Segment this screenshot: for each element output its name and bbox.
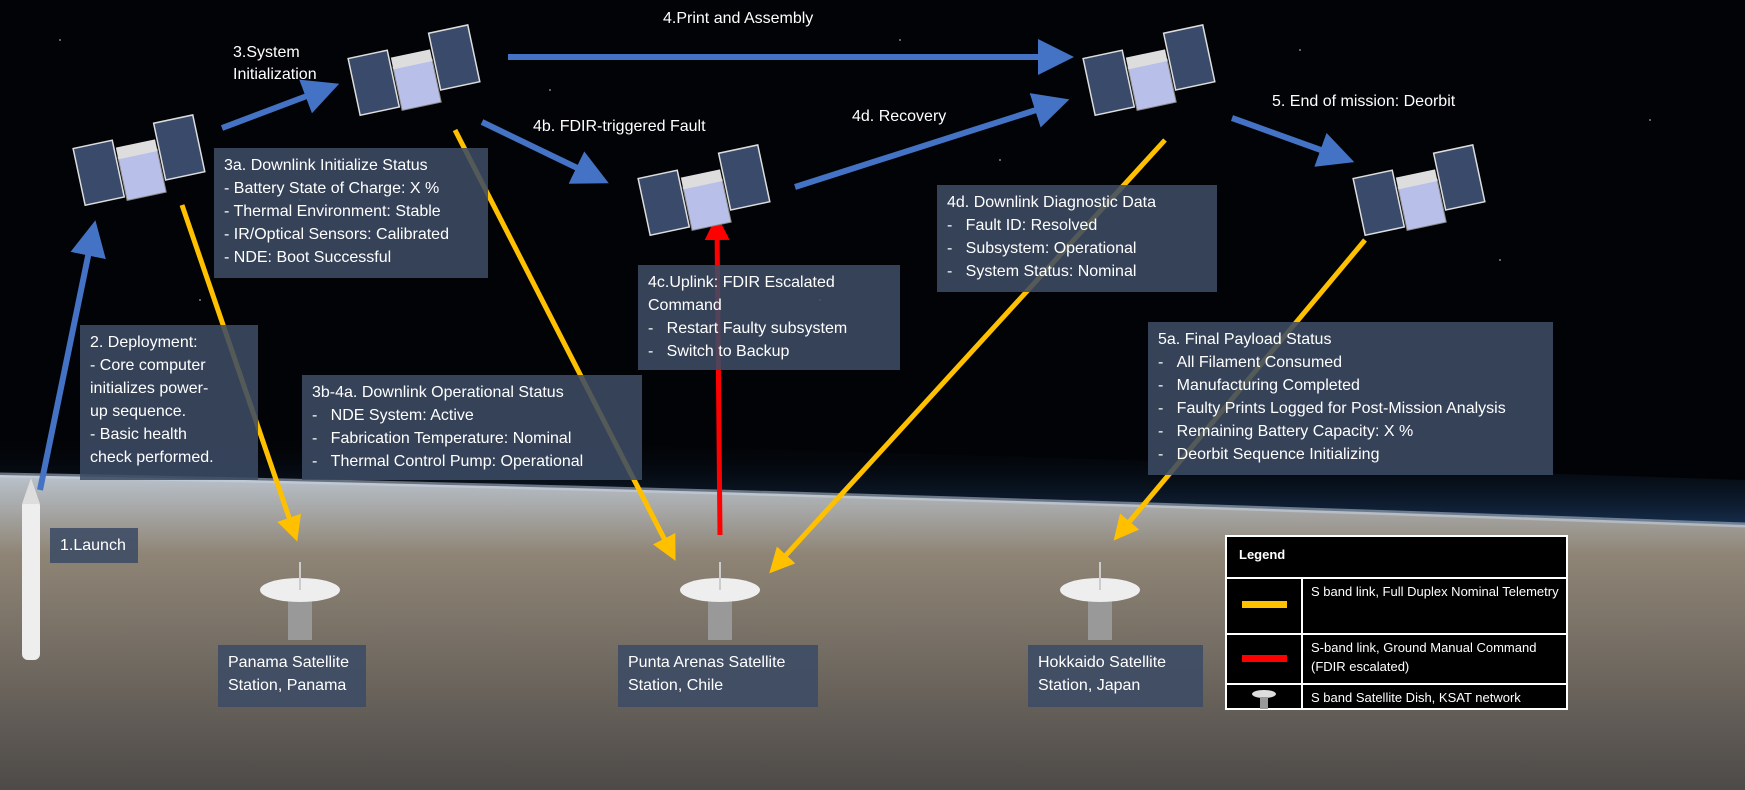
box-line: - Restart Faulty subsystem <box>648 320 848 337</box>
deployment-box: 2. Deployment: - Core computer initializ… <box>80 325 258 480</box>
item-text: System Status: Nominal <box>965 263 1137 280</box>
item-text: NDE System: Active <box>330 407 474 424</box>
legend-swatch <box>1227 635 1303 683</box>
box-line: initializes power- <box>90 380 209 397</box>
box-line: - Switch to Backup <box>648 343 790 360</box>
step-print-assembly: 4.Print and Assembly <box>663 10 814 27</box>
legend-title: Legend <box>1239 547 1286 562</box>
box-line: - Deorbit Sequence Initializing <box>1158 446 1380 463</box>
uplink-fdir-box: 4c.Uplink: FDIR Escalated Command - Rest… <box>638 265 900 370</box>
item-text: Manufacturing Completed <box>1176 377 1360 394</box>
box-line: - System Status: Nominal <box>947 263 1137 280</box>
box-line: - Fabrication Temperature: Nominal <box>312 430 572 447</box>
step-system-init: 3.System Initialization <box>233 42 317 86</box>
legend-text: S band Satellite Dish, KSAT network <box>1311 690 1521 705</box>
item-text: Deorbit Sequence Initializing <box>1176 446 1380 463</box>
station-line: Station, Panama <box>228 677 347 694</box>
legend-swatch <box>1227 685 1303 709</box>
item-text: All Filament Consumed <box>1176 354 1343 371</box>
diagnostic-box: 4d. Downlink Diagnostic Data - Fault ID:… <box>937 185 1217 292</box>
box-line: - Core computer <box>90 357 206 374</box>
satellite-dish-icon <box>1252 690 1276 709</box>
item-text: Thermal Control Pump: Operational <box>330 453 584 470</box>
legend-row: S-band link, Ground Manual Command (FDIR… <box>1227 633 1566 683</box>
item-text: Remaining Battery Capacity: X % <box>1176 423 1414 440</box>
operational-status-box: 3b-4a. Downlink Operational Status - NDE… <box>302 375 642 480</box>
item-text: Fabrication Temperature: Nominal <box>330 430 572 447</box>
station-line: Panama Satellite <box>228 654 349 671</box>
legend-row: S band Satellite Dish, KSAT network <box>1227 683 1566 709</box>
step-fdir-fault: 4b. FDIR-triggered Fault <box>533 118 706 135</box>
rocket-icon <box>22 478 40 660</box>
item-text: Fault ID: Resolved <box>965 217 1098 234</box>
box-line: - NDE System: Active <box>312 407 474 424</box>
box-line: - NDE: Boot Successful <box>224 249 392 266</box>
item-text: Faulty Prints Logged for Post-Mission An… <box>1176 400 1506 417</box>
init-status-box: 3a. Downlink Initialize Status - Battery… <box>214 148 488 278</box>
box-line: - Subsystem: Operational <box>947 240 1137 257</box>
legend: Legend S band link, Full Duplex Nominal … <box>1225 535 1568 710</box>
box-line: 2. Deployment: <box>90 334 198 351</box>
station-line: Punta Arenas Satellite <box>628 654 786 671</box>
box-line: - Battery State of Charge: X % <box>224 180 440 197</box>
item-text: Subsystem: Operational <box>965 240 1137 257</box>
box-title: 4d. Downlink Diagnostic Data <box>947 194 1156 211</box>
label-line: 1.Launch <box>60 537 126 554</box>
station-line: Station, Chile <box>628 677 724 694</box>
final-payload-box: 5a. Final Payload Status - All Filament … <box>1148 322 1553 475</box>
box-title: 4c.Uplink: FDIR Escalated <box>648 274 835 291</box>
box-title: 5a. Final Payload Status <box>1158 331 1332 348</box>
legend-row: S band link, Full Duplex Nominal Telemet… <box>1227 577 1566 633</box>
step-deorbit: 5. End of mission: Deorbit <box>1272 93 1456 110</box>
legend-text: S-band link, Ground Manual Command (FDIR… <box>1311 640 1537 674</box>
box-line: - Faulty Prints Logged for Post-Mission … <box>1158 400 1506 417</box>
yellow-line-icon <box>1242 601 1287 608</box>
box-line: - IR/Optical Sensors: Calibrated <box>224 226 449 243</box>
box-line: - Basic health <box>90 426 187 443</box>
red-line-icon <box>1242 655 1287 662</box>
step-recovery: 4d. Recovery <box>852 108 947 125</box>
box-line: - Fault ID: Resolved <box>947 217 1098 234</box>
legend-swatch <box>1227 579 1303 633</box>
station-line: Station, Japan <box>1038 677 1141 694</box>
box-line: - Remaining Battery Capacity: X % <box>1158 423 1414 440</box>
item-text: Restart Faulty subsystem <box>666 320 848 337</box>
box-line: up sequence. <box>90 403 187 420</box>
box-line: - Thermal Environment: Stable <box>224 203 441 220</box>
box-line: - Thermal Control Pump: Operational <box>312 453 584 470</box>
legend-text: S band link, Full Duplex Nominal Telemet… <box>1311 584 1559 599</box>
step-launch: 1.Launch <box>50 528 138 563</box>
box-title: 3a. Downlink Initialize Status <box>224 157 428 174</box>
mission-path-arrows <box>37 39 1355 491</box>
station-panama: Panama Satellite Station, Panama <box>218 645 366 707</box>
box-title: 3b-4a. Downlink Operational Status <box>312 384 564 401</box>
station-punta-arenas: Punta Arenas Satellite Station, Chile <box>618 645 818 707</box>
station-hokkaido: Hokkaido Satellite Station, Japan <box>1028 645 1203 707</box>
label-line: 3.System <box>233 44 300 61</box>
station-line: Hokkaido Satellite <box>1038 654 1167 671</box>
box-line: check performed. <box>90 449 214 466</box>
box-line: - Manufacturing Completed <box>1158 377 1360 394</box>
item-text: Switch to Backup <box>666 343 790 360</box>
box-title: Command <box>648 297 722 314</box>
label-line: Initialization <box>233 66 317 83</box>
box-line: - All Filament Consumed <box>1158 354 1343 371</box>
